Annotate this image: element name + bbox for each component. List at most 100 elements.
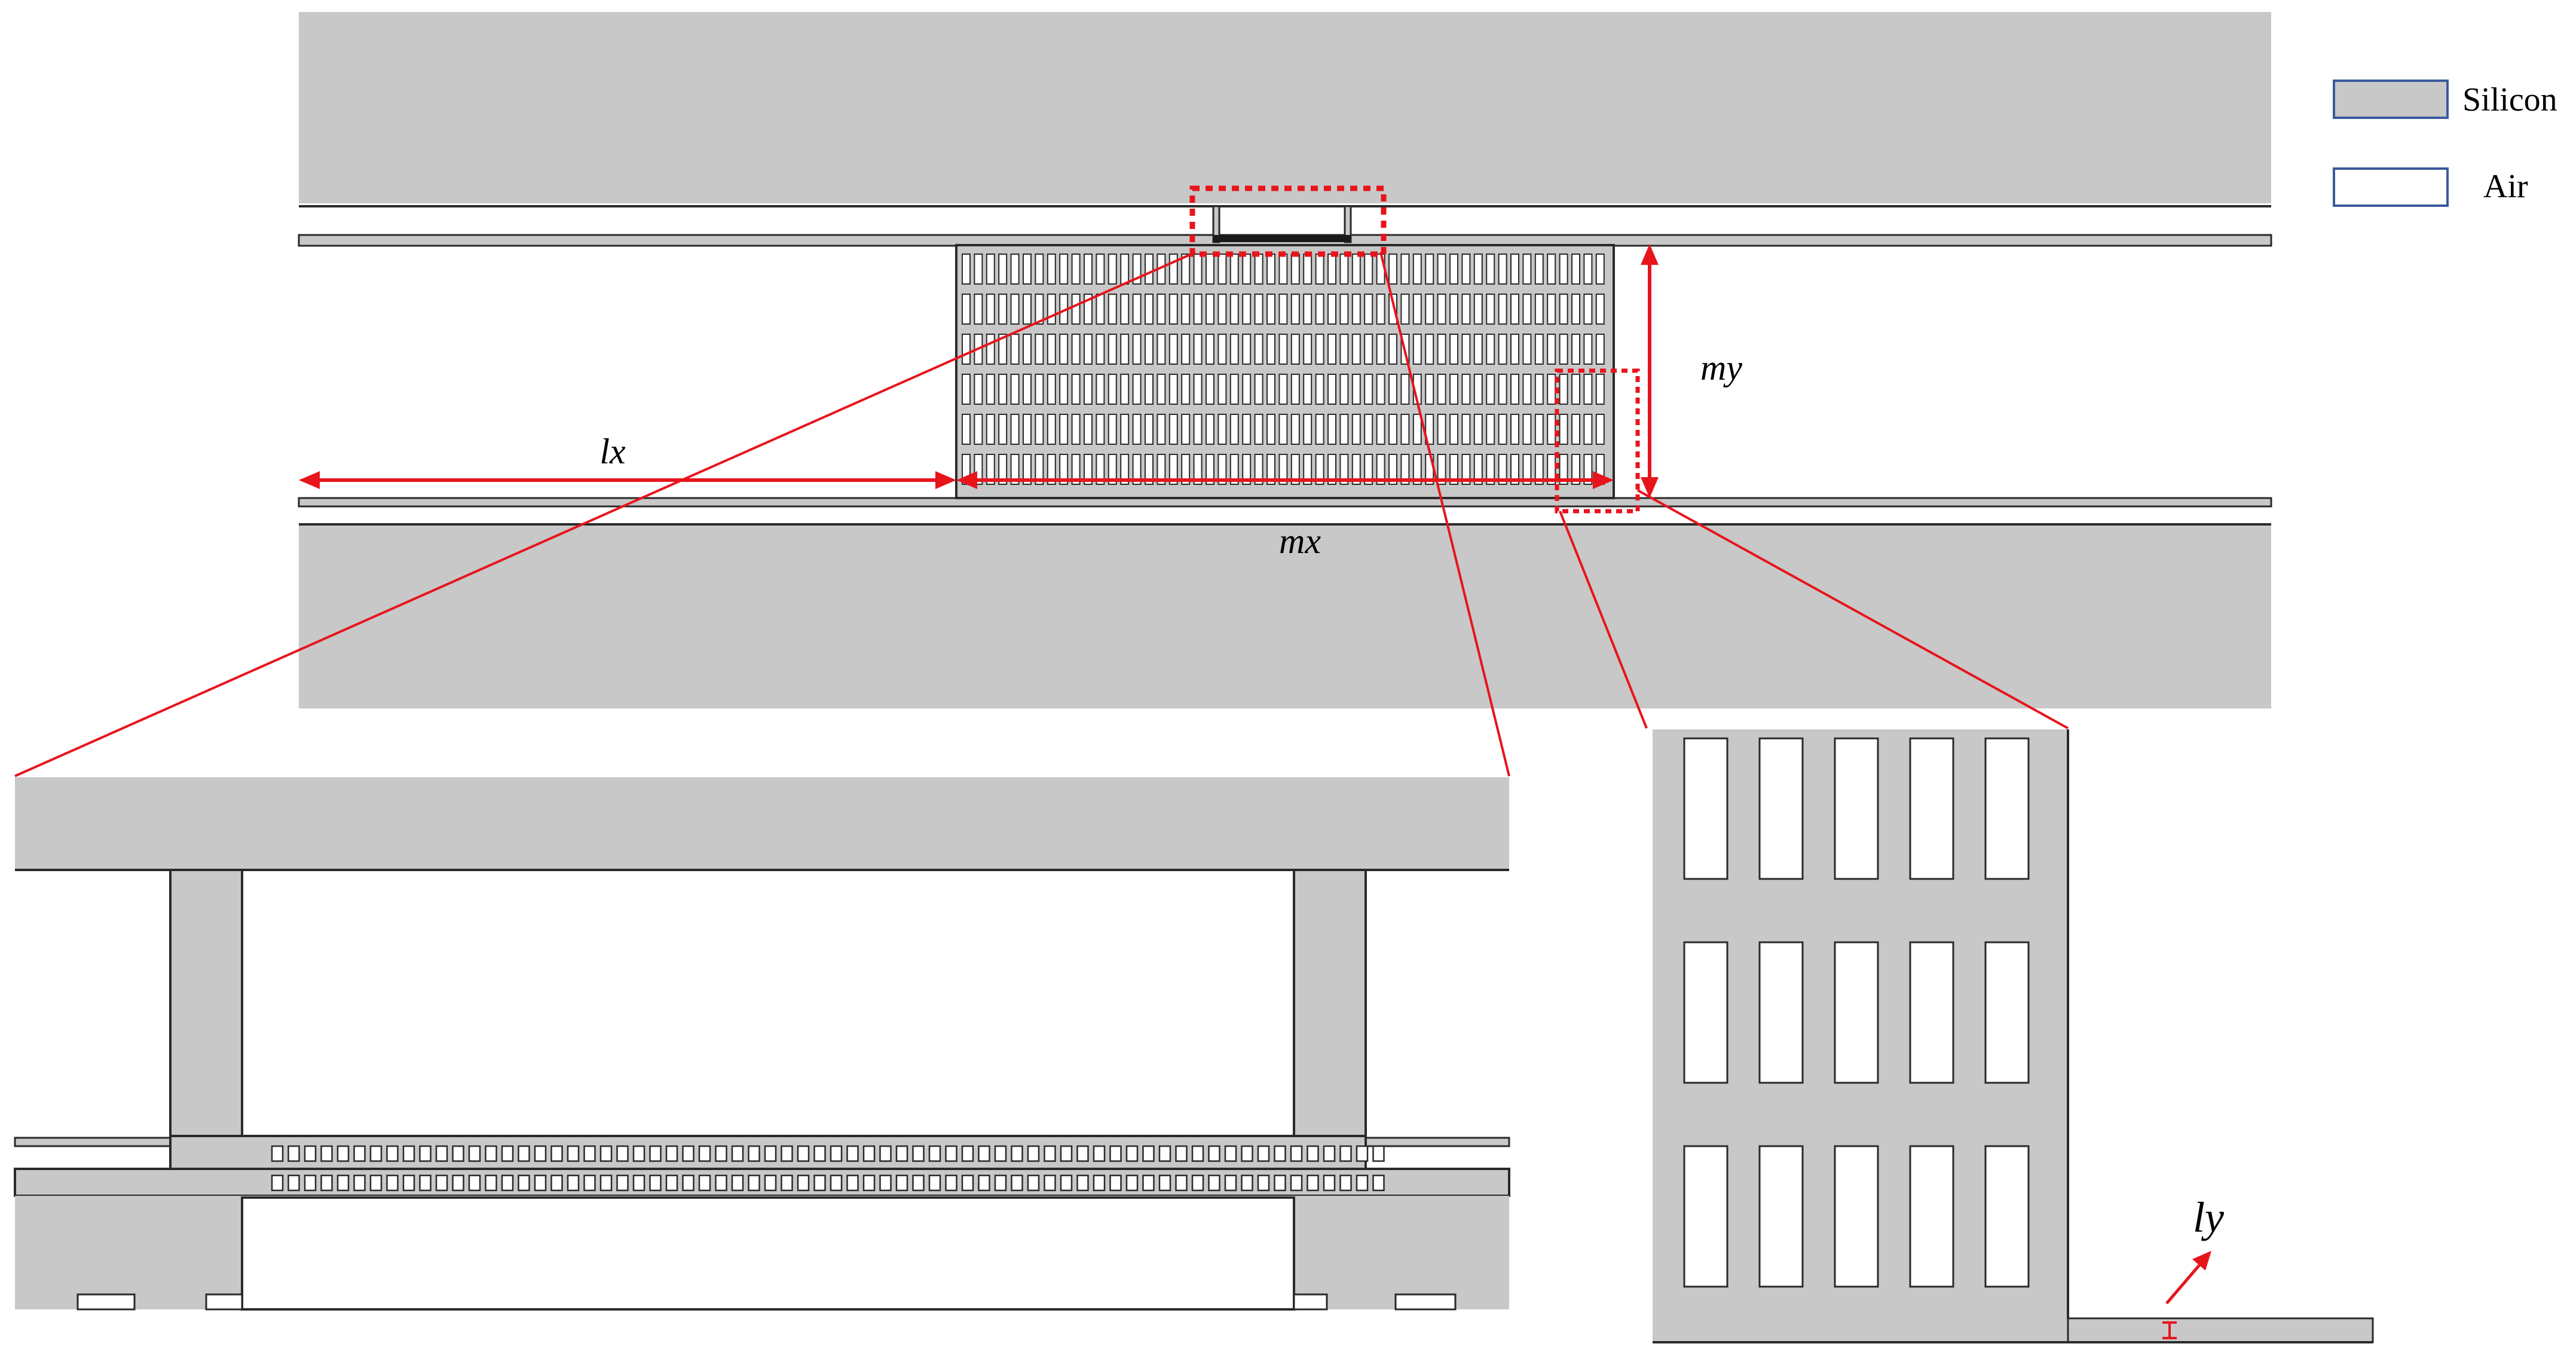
- etch-hole: [1595, 374, 1605, 405]
- etch-hole: [1510, 374, 1519, 405]
- etch-hole: [748, 1174, 760, 1192]
- etch-hole: [715, 1145, 727, 1162]
- etch-hole: [1388, 414, 1397, 445]
- etch-hole: [1290, 334, 1300, 365]
- etch-hole: [998, 374, 1008, 405]
- etch-hole: [1278, 294, 1288, 325]
- etch-hole: [1595, 254, 1605, 285]
- etch-hole: [928, 1174, 941, 1192]
- etch-hole: [1412, 454, 1422, 485]
- etch-hole: [1010, 254, 1020, 285]
- etch-hole: [1327, 254, 1336, 285]
- overview-view: lx mx my: [14, 12, 2272, 777]
- etch-hole: [1547, 454, 1556, 485]
- etch-hole: [1242, 294, 1252, 325]
- etch-hole: [518, 1145, 530, 1162]
- etch-hole: [1486, 254, 1495, 285]
- etch-hole: [1412, 414, 1422, 445]
- etch-hole: [287, 1145, 300, 1162]
- etch-hole: [1266, 294, 1275, 325]
- etch-hole: [781, 1145, 793, 1162]
- etch-hole: [287, 1174, 300, 1192]
- etch-hole: [1486, 334, 1495, 365]
- etch-hole: [1168, 414, 1178, 445]
- etch-hole: [1461, 334, 1471, 365]
- etch-hole: [1224, 1174, 1237, 1192]
- etch-hole: [986, 254, 995, 285]
- etch-hole: [1120, 374, 1130, 405]
- etch-hole: [1449, 414, 1458, 445]
- etch-hole: [986, 414, 995, 445]
- etch-hole: [1120, 294, 1130, 325]
- etch-hole: [271, 1174, 284, 1192]
- etch-hole: [320, 1145, 333, 1162]
- etch-hole: [846, 1145, 859, 1162]
- etch-hole: [986, 334, 995, 365]
- etch-hole: [1583, 254, 1593, 285]
- etch-hole: [962, 334, 971, 365]
- etch-hole: [1315, 414, 1324, 445]
- etch-hole: [1534, 294, 1544, 325]
- etch-hole: [1084, 414, 1093, 445]
- etch-hole: [895, 1174, 908, 1192]
- etch-hole: [1758, 941, 1804, 1084]
- etch-hole: [1315, 334, 1324, 365]
- etch-hole: [1084, 454, 1093, 485]
- etch-hole: [1449, 374, 1458, 405]
- etch-hole: [1303, 414, 1313, 445]
- etch-hole: [1168, 294, 1178, 325]
- etch-hole: [1229, 454, 1239, 485]
- etch-hole: [1486, 454, 1495, 485]
- etch-hole: [1372, 1145, 1385, 1162]
- etch-hole: [1010, 334, 1020, 365]
- detail-stub-2: [205, 1293, 243, 1311]
- etch-hole: [1254, 334, 1263, 365]
- etch-hole: [986, 454, 995, 485]
- etch-hole: [1339, 374, 1349, 405]
- etch-hole: [1011, 1145, 1023, 1162]
- etch-hole: [1010, 414, 1020, 445]
- etch-hole: [1461, 254, 1471, 285]
- etch-hole: [1035, 414, 1044, 445]
- legend-label-silicon: Silicon: [2462, 81, 2557, 118]
- etch-hole: [1059, 374, 1069, 405]
- etch-hole: [1168, 454, 1178, 485]
- etch-hole: [1303, 254, 1313, 285]
- etch-hole: [1242, 374, 1252, 405]
- top-spring-beam: [1213, 235, 1351, 242]
- etch-hole: [1084, 254, 1093, 285]
- etch-hole: [1175, 1174, 1188, 1192]
- etch-hole: [1229, 334, 1239, 365]
- etch-hole: [419, 1174, 432, 1192]
- etch-hole: [1498, 254, 1507, 285]
- etch-hole: [320, 1174, 333, 1192]
- etch-hole: [1534, 334, 1544, 365]
- etch-hole: [1571, 374, 1580, 405]
- etch-hole: [1473, 294, 1483, 325]
- etch-hole: [879, 1145, 892, 1162]
- etch-hole: [1193, 254, 1203, 285]
- etch-hole: [1132, 454, 1142, 485]
- etch-hole: [1158, 1174, 1171, 1192]
- etch-hole: [962, 254, 971, 285]
- etch-hole: [1108, 254, 1117, 285]
- etch-hole: [1412, 254, 1422, 285]
- etch-hole: [830, 1145, 843, 1162]
- etch-hole: [1376, 254, 1385, 285]
- etch-hole: [862, 1174, 876, 1192]
- etch-hole: [1093, 1174, 1106, 1192]
- legend-swatch-air: [2333, 167, 2449, 207]
- etch-hole: [1257, 1145, 1270, 1162]
- etch-hole: [1909, 1145, 1954, 1288]
- etch-hole: [1193, 334, 1203, 365]
- etch-hole: [1437, 374, 1446, 405]
- etch-hole: [304, 1145, 317, 1162]
- etch-hole: [1595, 414, 1605, 445]
- etch-hole: [1224, 1145, 1237, 1162]
- etch-hole: [1010, 374, 1020, 405]
- etch-hole: [1473, 254, 1483, 285]
- etch-hole: [1522, 294, 1532, 325]
- etch-hole: [1059, 334, 1069, 365]
- etch-hole: [1071, 454, 1081, 485]
